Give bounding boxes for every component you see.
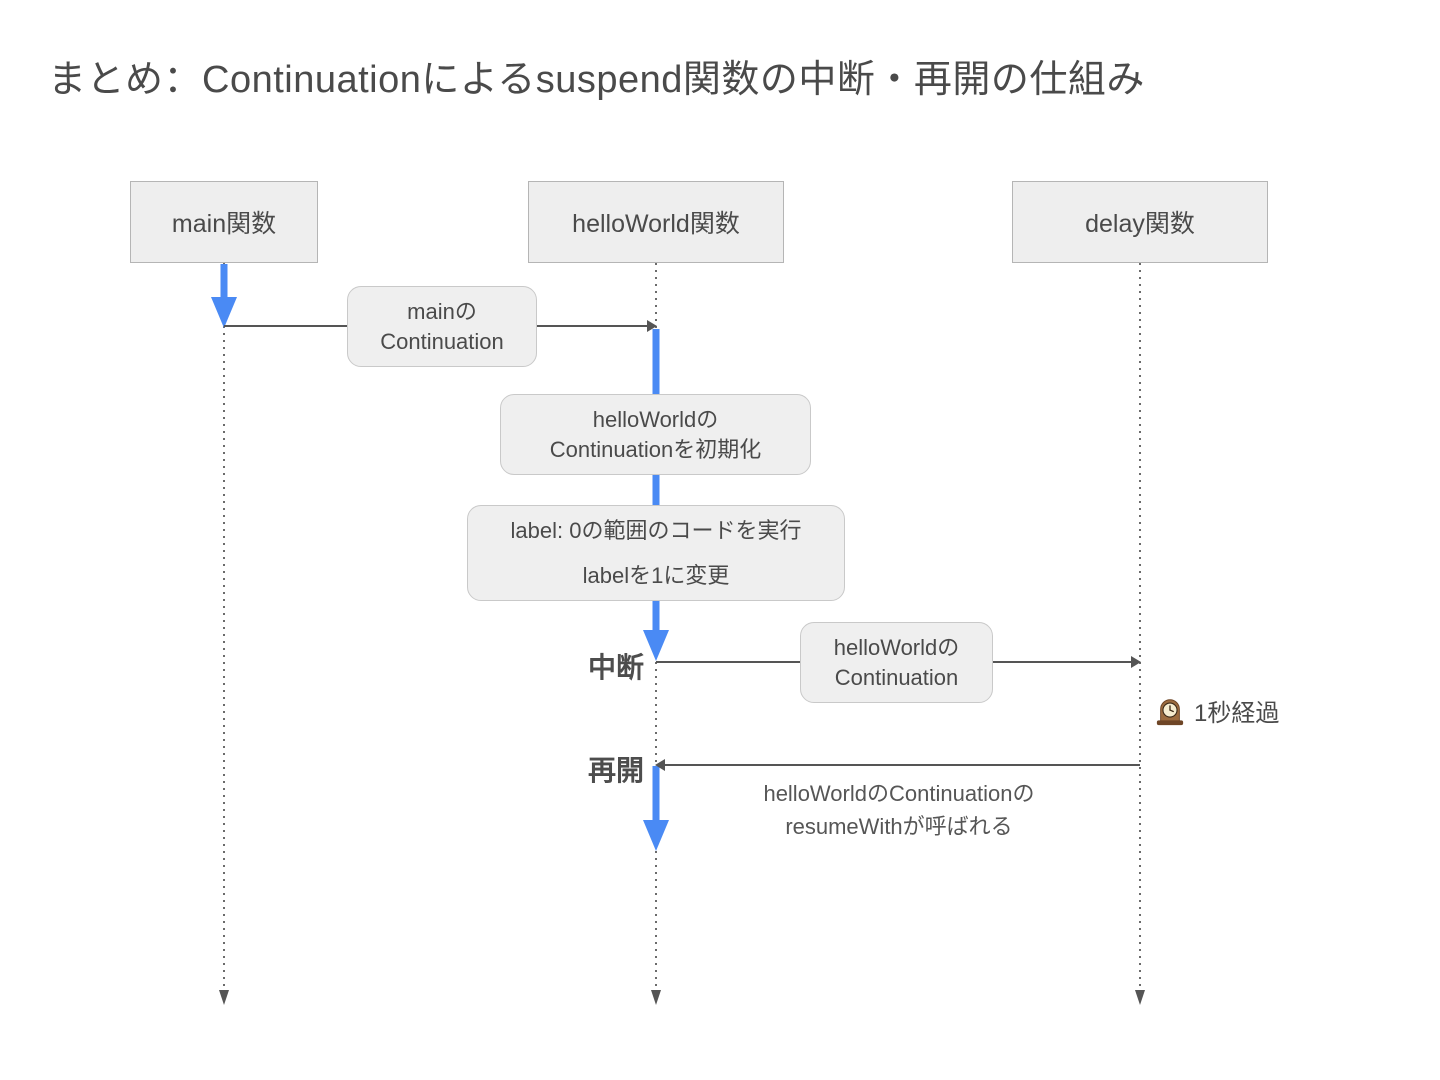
elapsed-time: 1秒経過 [1155,693,1279,728]
resume-with-caption: helloWorldのContinuationの resumeWithが呼ばれる [763,781,1035,839]
message-arrowhead-main-to-helloworld [647,320,657,332]
note-main-continuation: mainの Continuation [347,286,537,367]
resume-label: 再開 [587,755,644,786]
actor-box-delay: delay関数 [1012,181,1268,263]
actor-box-main: main関数 [130,181,318,263]
exec-arrowhead-resume [643,820,669,851]
exec-arrowhead-suspend [643,630,669,661]
page-title: まとめ：Continuationによるsuspend関数の中断・再開の仕組み [48,59,1145,101]
actor-box-helloworld: helloWorld関数 [528,181,784,263]
suspend-label: 中断 [587,652,644,683]
lifeline-end-arrow-helloworld [651,990,661,1005]
note-label-exec: label: 0の範囲のコードを実行 labelを1に変更 [467,505,845,601]
mantel-clock-icon [1156,698,1184,725]
lifeline-end-arrow-delay [1135,990,1145,1005]
note-init-continuation: helloWorldの Continuationを初期化 [500,394,811,475]
elapsed-time-label: 1秒経過 [1194,700,1280,727]
message-arrowhead-helloworld-to-delay [1131,656,1141,668]
message-arrowhead-delay-to-helloworld [655,759,665,771]
note-helloworld-continuation: helloWorldの Continuation [800,622,993,703]
exec-arrowhead-main [211,297,237,328]
lifeline-end-arrow-main [219,990,229,1005]
